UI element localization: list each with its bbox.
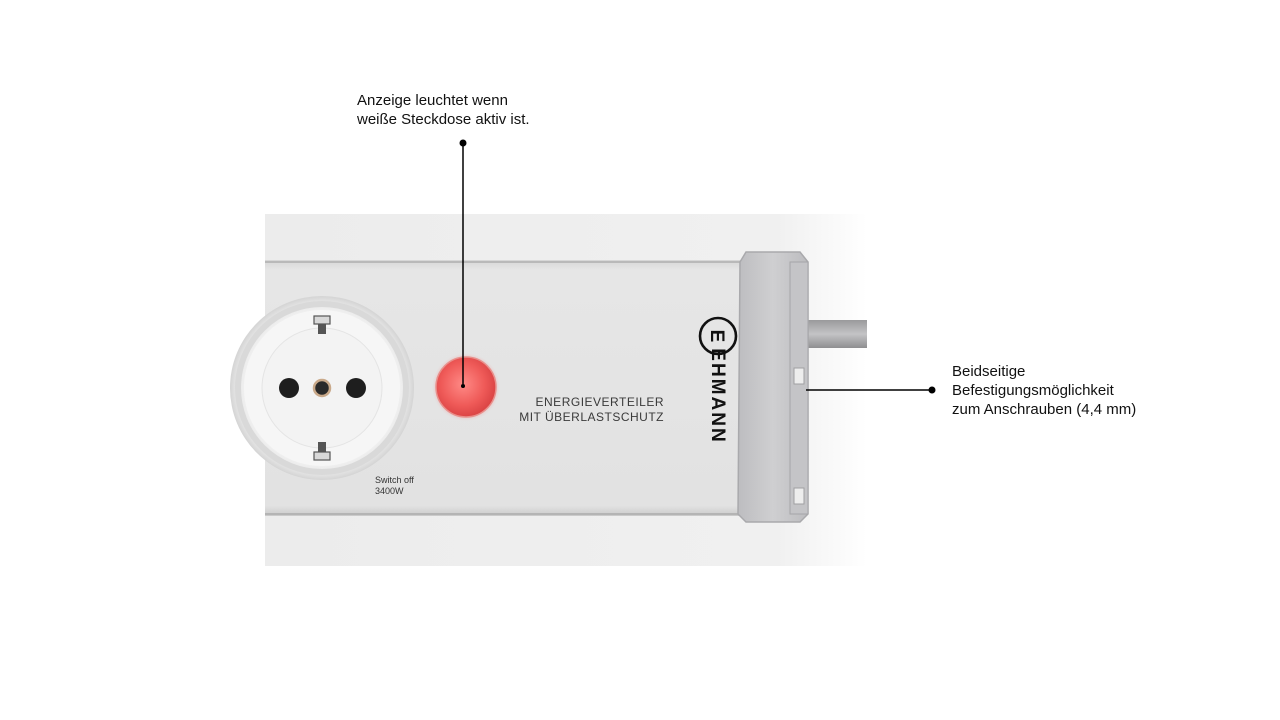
switch-label: Switch off 3400W <box>375 475 414 497</box>
callout-mounting-line <box>806 386 936 394</box>
socket-center-hole <box>312 378 332 398</box>
callout-mounting-line1: Beidseitige <box>952 363 1026 380</box>
socket-hole-left <box>279 378 299 398</box>
mounting-hole <box>793 487 805 505</box>
product-label: ENERGIEVERTEILER MIT ÜBERLASTSCHUTZ <box>500 395 664 425</box>
brand-name: EHMANN <box>707 348 728 444</box>
callout-mounting-line3: zum Anschrauben (4,4 mm) <box>952 401 1137 418</box>
earth-clip-bottom <box>313 442 331 461</box>
callout-indicator-line1: Anzeige leuchtet wenn <box>357 92 508 109</box>
end-cap <box>737 251 809 523</box>
socket-hole-right <box>346 378 366 398</box>
callout-indicator-line <box>459 139 467 388</box>
svg-text:E: E <box>706 330 727 343</box>
switch-label-line2: 3400W <box>375 486 404 496</box>
ehmann-logo-icon: E <box>698 316 738 356</box>
product-label-line1: ENERGIEVERTEILER <box>535 395 664 409</box>
callout-indicator-line2: weiße Steckdose aktiv ist. <box>357 111 530 128</box>
indicator-light-icon <box>432 353 500 421</box>
callout-indicator-text: Anzeige leuchtet wenn weiße Steckdose ak… <box>357 91 530 129</box>
schuko-socket-icon <box>230 296 414 480</box>
earth-clip-top <box>313 315 331 334</box>
callout-mounting-line2: Befestigungsmöglichkeit <box>952 382 1114 399</box>
power-cord <box>800 320 867 348</box>
switch-label-line1: Switch off <box>375 475 414 485</box>
callout-mounting-text: Beidseitige Befestigungsmöglichkeit zum … <box>952 362 1136 419</box>
mounting-hole <box>793 367 805 385</box>
product-label-line2: MIT ÜBERLASTSCHUTZ <box>519 410 664 424</box>
